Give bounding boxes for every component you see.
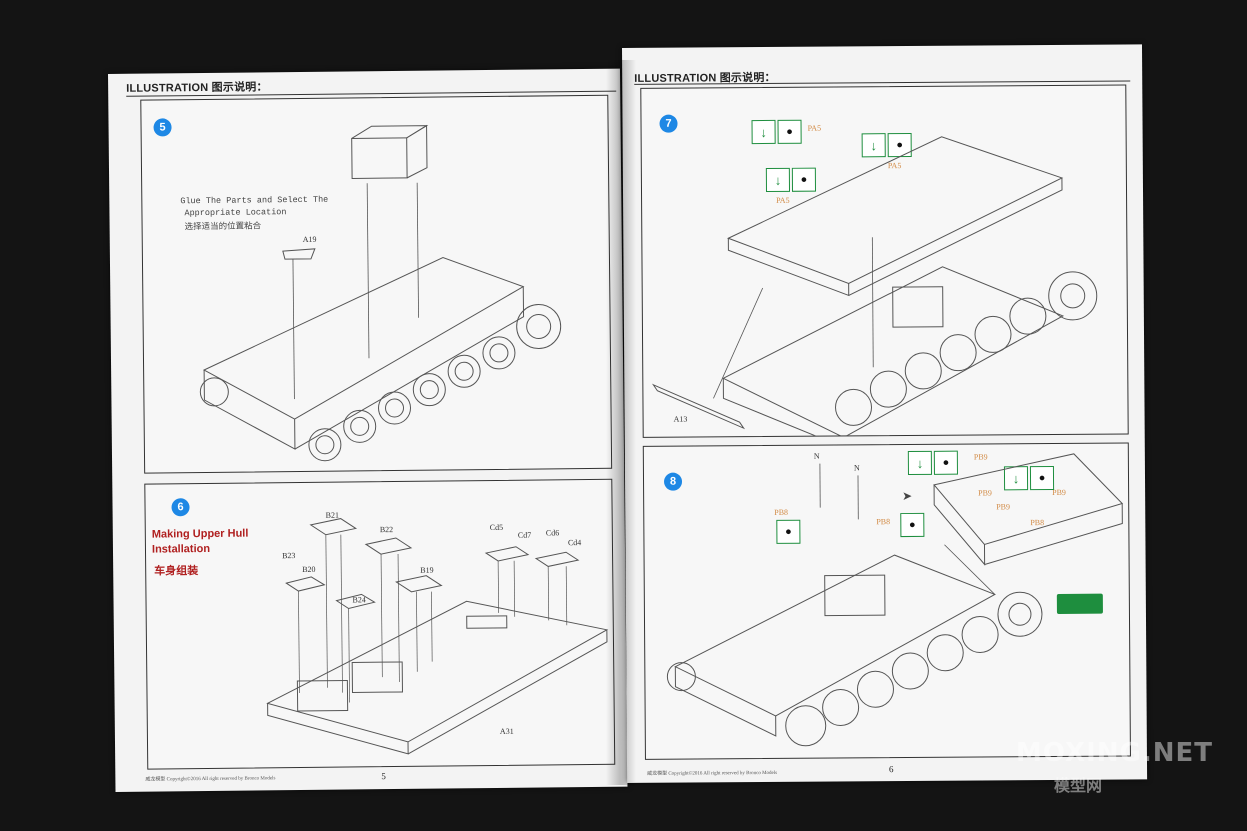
copyright-footer: 威龙模型 Copyright©2016 All right reserved b… xyxy=(145,776,276,783)
right-page: ILLUSTRATION 图示说明： 7 ↓ ● PA5 ↓ ● PA5 ↓ ●… xyxy=(622,44,1148,783)
page-number: 5 xyxy=(381,771,386,782)
watermark: MOXING.NET xyxy=(1016,738,1214,768)
copyright-footer: 威龙模型 Copyright©2016 All right reserved b… xyxy=(647,770,778,777)
page-number: 6 xyxy=(889,764,894,775)
left-page: ILLUSTRATION 图示说明： 5 Glue The Parts and … xyxy=(108,68,628,792)
page-header: ILLUSTRATION 图示说明： xyxy=(126,81,268,95)
step-8-panel: 8 N N PB8 PB8 PB9 PB9 PB9 PB9 PB8 ↓ ● ↓ … xyxy=(642,442,1131,760)
upper-hull-drawing xyxy=(266,518,609,755)
hull-lower-drawing xyxy=(199,124,562,462)
hull-assembly-drawing xyxy=(651,136,1098,437)
final-assembly-drawing xyxy=(666,453,1124,747)
step-5-panel: 5 Glue The Parts and Select The Appropri… xyxy=(140,94,613,474)
step-7-panel: 7 ↓ ● PA5 ↓ ● PA5 ↓ ● PA5 A13 xyxy=(640,84,1129,438)
watermark-cn: 模型网 xyxy=(1054,776,1103,795)
step-6-panel: 6 Making Upper Hull Installation 车身组装 B2… xyxy=(144,478,616,770)
